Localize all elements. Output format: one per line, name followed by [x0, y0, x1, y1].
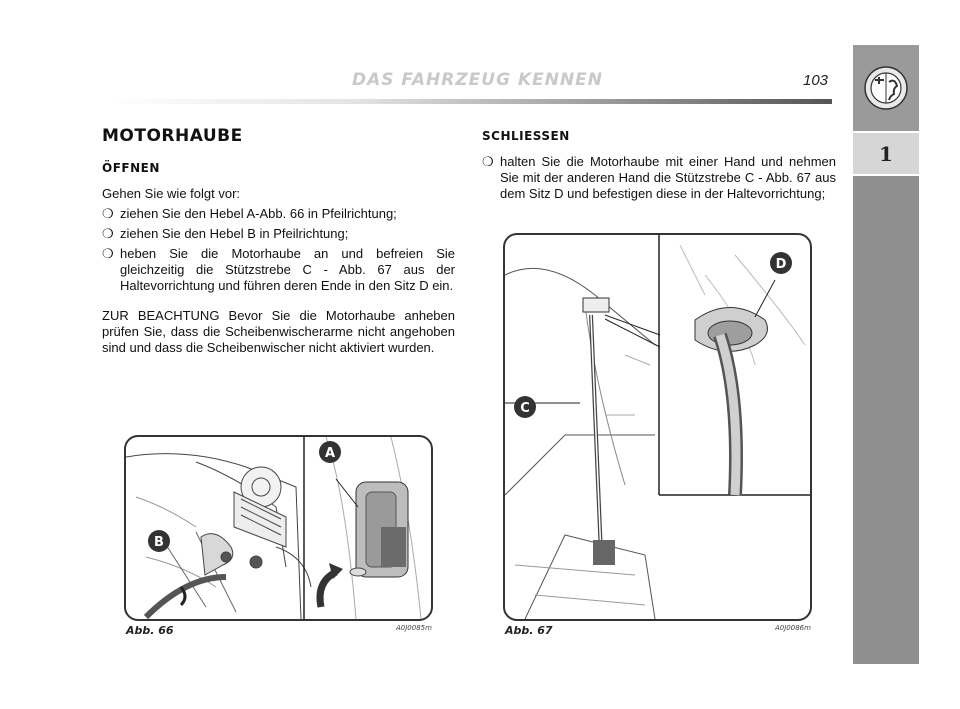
callout-a-marker: [319, 441, 341, 463]
chapter-number-tab: 1: [853, 131, 919, 176]
callout-d-marker: [770, 252, 792, 274]
figure-66-code: A0J0085m: [396, 624, 432, 632]
alfa-romeo-logo-icon: [864, 66, 908, 110]
figure-66-label: Abb. 66: [126, 624, 174, 637]
callout-a-label: A: [325, 446, 335, 461]
section-heading: MOTORHAUBE: [102, 126, 243, 146]
figure-67-label: Abb. 67: [505, 624, 553, 637]
right-column: SCHLIESSEN ❍halten Sie die Motorhaube mi…: [482, 128, 836, 206]
note-text: ZUR BEACHTUNG Bevor Sie die Motorhaube a…: [102, 308, 455, 355]
list-item: ❍ziehen Sie den Hebel B in Pfeilrichtung…: [102, 226, 349, 241]
close-steps-list: ❍halten Sie die Motorhaube mit einer Han…: [482, 154, 836, 202]
list-item: ❍heben Sie die Motorhaube an und befreie…: [102, 246, 455, 293]
callout-c-marker: [514, 396, 536, 418]
callout-b-marker: [148, 530, 170, 552]
bullet-icon: ❍: [482, 154, 494, 169]
figure-67-hood-prop: C D: [503, 233, 812, 621]
figure-66-illustration: A B: [126, 437, 422, 619]
subheading-schliessen: SCHLIESSEN: [482, 129, 570, 143]
left-column: MOTORHAUBE ÖFFNEN Gehen Sie wie folgt vo…: [102, 128, 455, 356]
figure-67-illustration: C D: [505, 235, 810, 619]
sidebar-logo-panel: [853, 45, 919, 131]
intro-text: Gehen Sie wie folgt vor:: [102, 186, 241, 201]
bullet-icon: ❍: [102, 226, 114, 241]
list-item: ❍ziehen Sie den Hebel A-Abb. 66 in Pfeil…: [102, 206, 397, 221]
figure-66-hood-release: A B: [124, 435, 433, 621]
figure-67-code: A0J0086m: [775, 624, 811, 632]
header-rule: [110, 99, 832, 104]
bullet-icon: ❍: [102, 206, 114, 221]
subheading-oeffnen: ÖFFNEN: [102, 161, 160, 175]
bullet-icon: ❍: [102, 246, 114, 261]
open-steps-list: ❍ziehen Sie den Hebel A-Abb. 66 in Pfeil…: [102, 206, 455, 294]
callout-d-label: D: [776, 257, 787, 272]
running-header-title: DAS FAHRZEUG KENNEN: [352, 70, 604, 90]
chapter-sidebar: 1: [853, 45, 919, 664]
page-number: 103: [803, 72, 829, 89]
list-item: ❍halten Sie die Motorhaube mit einer Han…: [482, 154, 836, 201]
callout-b-label: B: [154, 535, 164, 550]
callout-c-label: C: [520, 401, 530, 416]
